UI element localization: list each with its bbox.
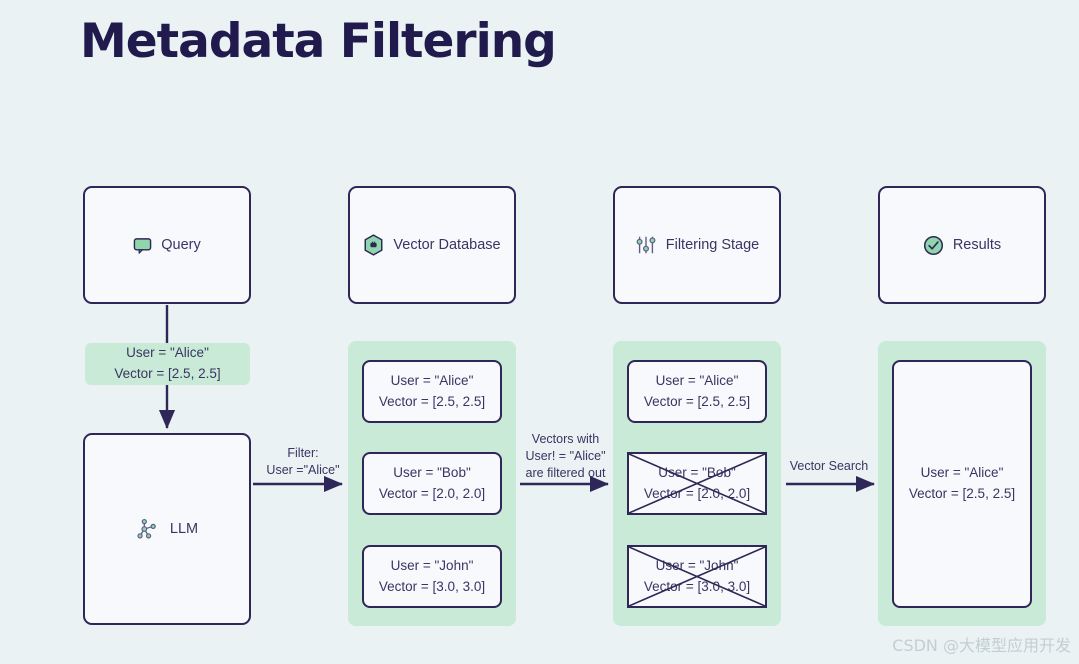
header-card-filtering-stage[interactable]: Filtering Stage bbox=[613, 186, 781, 304]
record-line-2: Vector = [2.0, 2.0] bbox=[378, 485, 486, 501]
filtered-out-line-3: are filtered out bbox=[525, 465, 606, 480]
record-line-1: User = "John" bbox=[390, 557, 474, 573]
llm-label: LLM bbox=[169, 521, 199, 537]
database-record-alice[interactable]: User = "Alice" Vector = [2.5, 2.5] bbox=[362, 360, 502, 423]
vector-search-line-1: Vector Search bbox=[789, 459, 869, 473]
connector-label-filter: Filter: User ="Alice" bbox=[258, 445, 348, 479]
filtered-out-line-1: Vectors with bbox=[531, 432, 600, 446]
result-record-alice[interactable]: User = "Alice" Vector = [2.5, 2.5] bbox=[892, 360, 1032, 608]
record-line-2: Vector = [3.0, 3.0] bbox=[378, 578, 486, 594]
sliders-icon bbox=[635, 234, 657, 256]
record-line-2: Vector = [2.0, 2.0] bbox=[643, 485, 751, 501]
filter-label-line-1: Filter: bbox=[287, 446, 319, 460]
result-line-2: Vector = [2.5, 2.5] bbox=[908, 486, 1016, 501]
connector-label-vector-search: Vector Search bbox=[782, 458, 876, 475]
filtering-record-bob-excluded[interactable]: User = "Bob" Vector = [2.0, 2.0] bbox=[627, 452, 767, 515]
speech-bubble-icon bbox=[133, 236, 152, 255]
watermark: CSDN @大模型应用开发 bbox=[892, 636, 1071, 655]
header-label-results: Results bbox=[952, 237, 1002, 253]
query-chip-line-2: Vector = [2.5, 2.5] bbox=[114, 366, 221, 381]
query-chip: User = "Alice" Vector = [2.5, 2.5] bbox=[85, 343, 250, 385]
filtering-record-alice[interactable]: User = "Alice" Vector = [2.5, 2.5] bbox=[627, 360, 767, 423]
database-record-john[interactable]: User = "John" Vector = [3.0, 3.0] bbox=[362, 545, 502, 608]
record-line-1: User = "John" bbox=[655, 557, 739, 573]
hexagon-database-icon bbox=[363, 234, 384, 256]
connector-label-filtered-out: Vectors with User! = "Alice" are filtere… bbox=[513, 431, 618, 482]
network-graph-icon bbox=[136, 517, 160, 541]
record-line-1: User = "Bob" bbox=[658, 464, 736, 480]
check-circle-icon bbox=[923, 235, 944, 256]
llm-box[interactable]: LLM bbox=[83, 433, 251, 625]
record-line-1: User = "Alice" bbox=[390, 372, 474, 388]
filtered-out-line-2: User! = "Alice" bbox=[525, 448, 606, 463]
result-line-1: User = "Alice" bbox=[920, 465, 1004, 481]
filtering-record-john-excluded[interactable]: User = "John" Vector = [3.0, 3.0] bbox=[627, 545, 767, 608]
record-line-2: Vector = [3.0, 3.0] bbox=[643, 578, 751, 594]
record-line-2: Vector = [2.5, 2.5] bbox=[643, 393, 751, 409]
filter-label-line-2: User ="Alice" bbox=[266, 462, 340, 477]
record-line-2: Vector = [2.5, 2.5] bbox=[378, 393, 486, 409]
header-label-query: Query bbox=[161, 237, 201, 253]
header-card-vector-database[interactable]: Vector Database bbox=[348, 186, 516, 304]
header-card-query[interactable]: Query bbox=[83, 186, 251, 304]
header-card-results[interactable]: Results bbox=[878, 186, 1046, 304]
record-line-1: User = "Bob" bbox=[393, 464, 471, 480]
record-line-1: User = "Alice" bbox=[655, 372, 739, 388]
header-label-vector-database: Vector Database bbox=[393, 237, 501, 253]
database-record-bob[interactable]: User = "Bob" Vector = [2.0, 2.0] bbox=[362, 452, 502, 515]
header-label-filtering-stage: Filtering Stage bbox=[665, 237, 760, 253]
query-chip-line-1: User = "Alice" bbox=[126, 345, 209, 361]
page-title: Metadata Filtering bbox=[80, 14, 557, 69]
